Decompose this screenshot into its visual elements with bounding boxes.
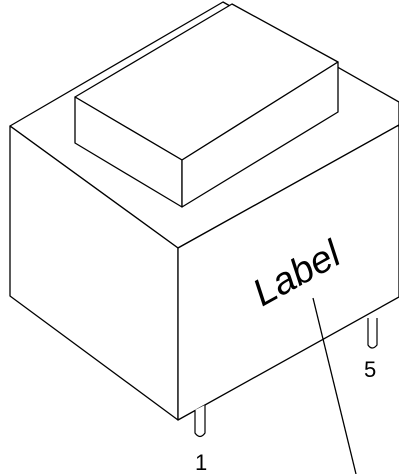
pin-5-number: 5 — [364, 357, 376, 382]
core-front-face — [181, 61, 339, 208]
label-leader-line — [312, 297, 357, 474]
pin-1-number: 1 — [195, 450, 207, 474]
body-front-face — [177, 124, 399, 421]
pin-1 — [194, 405, 206, 438]
core-block — [74, 3, 339, 208]
pin-5 — [367, 318, 378, 349]
